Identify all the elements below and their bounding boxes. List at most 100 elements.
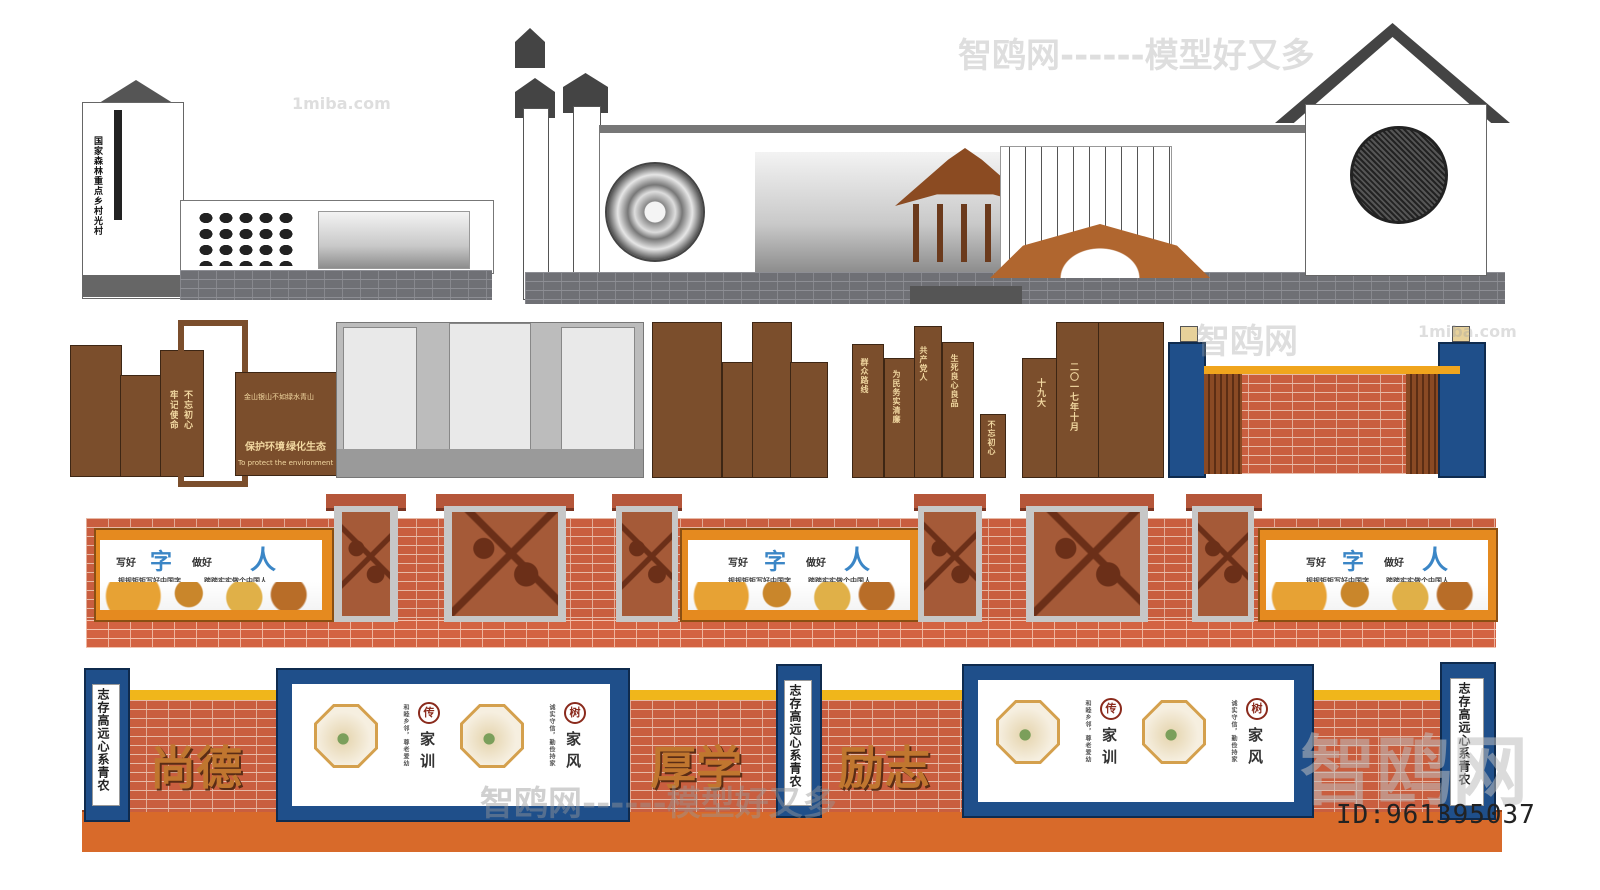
- poster2-line1: 规规矩矩写好中国字: [728, 577, 791, 585]
- row1-left-gatehouse: 国家森林重点乡村光村: [76, 70, 496, 305]
- poster2-line2: 踏踏实实做个中国人: [808, 577, 871, 585]
- slab-d-3: [1098, 322, 1164, 478]
- gate-wood-slats-left: [1204, 374, 1242, 474]
- poster1-autumn-trees: [100, 582, 322, 610]
- slab-text-2: 为民务实清廉: [892, 370, 902, 424]
- poster3-line1: 规规矩矩写好中国字: [1306, 577, 1369, 585]
- gate-pillar-right: [1438, 342, 1486, 478]
- board2-xun: 训: [1102, 748, 1118, 766]
- slab-8: [942, 342, 974, 478]
- left-wall-painting: [318, 211, 470, 269]
- row3-poster-2: 写好 字 做好 人 规规矩矩写好中国字 踏踏实实做个中国人: [688, 540, 910, 610]
- poster1-title-a: 写好: [116, 558, 136, 569]
- panel-d-heading: 十九大: [1035, 378, 1045, 408]
- board1-feng: 风: [566, 752, 582, 770]
- watermark-url-1: 1miba.com: [292, 94, 391, 113]
- board1-text-1: 和睦乡邻，尊老爱幼: [402, 704, 409, 767]
- row4-pillar-left-panel: [92, 684, 120, 806]
- board2-jia-2: 家: [1248, 726, 1264, 744]
- row2-panel-e: [1168, 326, 1488, 478]
- poster2-autumn-trees: [688, 582, 910, 610]
- panel-a-label1: 不忘初心: [182, 390, 192, 430]
- board1-jia-1: 家: [420, 730, 436, 748]
- poster1-title-b: 字: [150, 549, 173, 575]
- slab-1: [652, 322, 722, 478]
- row2-panel-c: 群众路线 为民务实清廉 共产党人 生死良心良品 不忘初心: [652, 322, 1020, 478]
- pavilion-base: [910, 286, 1022, 304]
- chimney-1: [515, 28, 545, 68]
- poster3-title-d: 人: [1422, 546, 1449, 576]
- poster1-title-c: 做好: [192, 558, 212, 569]
- slab-text-1: 群众路线: [860, 358, 870, 394]
- gatehouse-base: [82, 275, 182, 297]
- gate-orange-cap: [1204, 366, 1460, 374]
- panel-a-sign1: 保护环境: [245, 442, 285, 453]
- gate-brick-wall: [1204, 374, 1438, 474]
- poster1-line2: 踏踏实实做个中国人: [204, 577, 267, 585]
- slab-9: [980, 414, 1006, 478]
- rust-frame-wide: [235, 372, 337, 476]
- slab-7: [914, 326, 942, 478]
- poster3-line2: 踏踏实实做个中国人: [1386, 577, 1449, 585]
- row3-papercut-4: [924, 512, 976, 616]
- row3-wall-base: [86, 620, 1496, 648]
- rust-block-1: [70, 345, 122, 477]
- slab-text-5: 不忘初心: [987, 420, 997, 456]
- slab-3: [752, 322, 792, 478]
- relief-figure-1: [343, 327, 417, 451]
- poster2-title-b: 字: [764, 549, 787, 575]
- row3-papercut-3: [622, 512, 672, 616]
- panel-d-date: 二〇一七年十月: [1068, 362, 1078, 432]
- row3-poster-1: 写好 字 做好 人 规规矩矩写好中国字 踏踏实实做个中国人: [100, 540, 322, 610]
- poster2-title-d: 人: [844, 546, 871, 576]
- wall-top-cap: [599, 125, 1311, 133]
- slab-d-1: [1022, 358, 1060, 478]
- poster3-title-a: 写好: [1306, 558, 1326, 569]
- panel-a-english: To protect the environment: [238, 459, 334, 467]
- watermark-top-center: 智鸥网------模型好又多: [958, 36, 1315, 76]
- row2-panel-a: 不忘初心 牢记使命 金山银山不如绿水青山 保护环境 绿化生态 To protec…: [70, 320, 340, 487]
- row4-board-1: 传 家 训 树 家 风 和睦乡邻，尊老爱幼 诚实守信，勤俭持家: [292, 684, 610, 806]
- gate-wood-slats-right: [1406, 374, 1438, 474]
- row2-panel-d: 二〇一七年十月 十九大: [1022, 322, 1164, 478]
- gatehouse-black-strip: [114, 110, 122, 220]
- board1-seal-1: 传: [418, 702, 440, 724]
- row4-char-houxue: 厚学: [650, 741, 742, 795]
- board1-octagon-left: [314, 704, 378, 768]
- row4-board-2: 传 家 训 树 家 风 和睦乡邻，尊老爱幼 诚实守信，勤俭持家: [978, 680, 1294, 802]
- relief-base: [337, 449, 643, 477]
- pavilion-body: [913, 204, 1017, 262]
- gatehouse-tower: [82, 102, 184, 299]
- pillar-mid: [573, 106, 601, 300]
- poster3-autumn-trees: [1266, 582, 1488, 610]
- board2-text-2: 诚实守信，勤俭持家: [1230, 700, 1237, 763]
- board2-seal-1: 传: [1100, 698, 1122, 720]
- left-wall-base: [180, 270, 492, 300]
- row4-pillar-right-text: 志存高远心系青农: [1457, 682, 1471, 786]
- row3-papercut-2: [452, 512, 558, 616]
- pillar-left: [523, 108, 549, 300]
- watermark-id: ID:961395037: [1336, 800, 1536, 830]
- poster3-title-b: 字: [1342, 549, 1365, 575]
- row1-main-wall: [515, 23, 1510, 308]
- panel-a-small-text: 金山银山不如绿水青山: [244, 393, 314, 401]
- poster2-title-c: 做好: [806, 558, 826, 569]
- relief-figure-3: [561, 327, 635, 451]
- board1-text-2: 诚实守信，勤俭持家: [548, 704, 555, 767]
- board2-seal-2: 树: [1246, 698, 1268, 720]
- row3-poster-3: 写好 字 做好 人 规规矩矩写好中国字 踏踏实实做个中国人: [1266, 540, 1488, 610]
- row2-panel-b: [336, 322, 644, 478]
- row3-papercut-5: [1034, 512, 1140, 616]
- board2-text-1: 和睦乡邻，尊老爱幼: [1084, 700, 1091, 763]
- slab-4: [790, 362, 828, 478]
- watermark-cn-mid: 智鸥网: [1196, 322, 1298, 362]
- panel-a-sign2: 绿化生态: [286, 442, 326, 453]
- rust-block-2: [120, 375, 162, 477]
- slab-d-2: [1056, 322, 1100, 478]
- board2-feng: 风: [1248, 748, 1264, 766]
- poster3-title-c: 做好: [1384, 558, 1404, 569]
- board1-seal-2: 树: [564, 702, 586, 724]
- board1-jia-2: 家: [566, 730, 582, 748]
- relief-figure-2: [449, 323, 531, 451]
- poster1-title-d: 人: [250, 546, 277, 576]
